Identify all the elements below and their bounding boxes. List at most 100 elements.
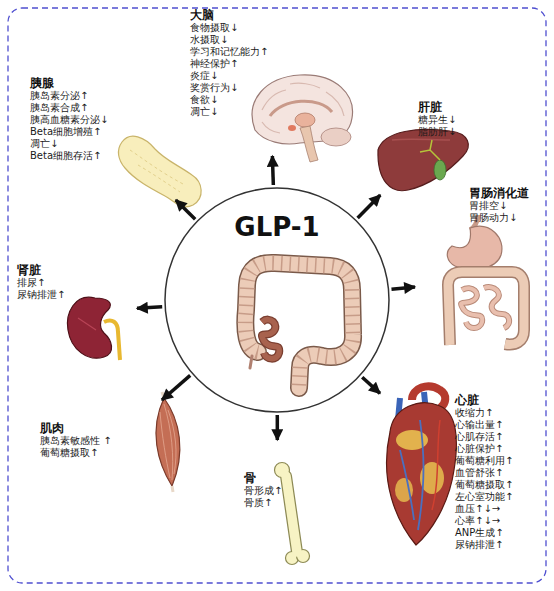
organ-heading: 骨: [244, 471, 282, 485]
heart-illustration-part: [420, 462, 444, 494]
bone-illustration-part: [286, 476, 297, 552]
heart-illustration-part: [432, 420, 440, 510]
effect-item: 骨质↑: [244, 497, 282, 509]
bone-illustration-part: [286, 476, 297, 552]
kidney-illustration-part: [67, 297, 111, 358]
connector-arrow: [176, 200, 195, 219]
effect-item: 葡萄糖利用↑: [455, 455, 513, 467]
hub-title: GLP-1: [164, 212, 390, 242]
colon-illustration-part: [245, 263, 353, 388]
organ-group: 肾脏排尿↑尿钠排泄↑: [15, 262, 137, 362]
colon-illustration-part: [245, 263, 353, 388]
text-block: GLP-1: [164, 212, 390, 242]
effect-item: 水摄取↓: [190, 34, 268, 46]
digestive-tract-illustration-part: [447, 226, 502, 269]
digestive-tract-illustration-part: [461, 287, 509, 328]
kidney-illustration-part: [104, 320, 120, 360]
organ-group: 肌肉胰岛素敏感性 ↑葡萄糖摄取↑: [38, 400, 188, 485]
heart-illustration-part: [396, 430, 428, 450]
hub-circle: GLP-1: [164, 187, 390, 413]
effect-item: 胰岛素敏感性 ↑: [40, 435, 112, 447]
effect-item: 胃肠动力↓: [469, 212, 529, 224]
brain-illustration-part: [295, 113, 315, 127]
text-block: 肝脏糖异生↓脂肪肝↓: [418, 100, 456, 138]
muscle-illustration-part: [156, 398, 180, 486]
effect-item: 葡萄糖摄取↑: [40, 447, 112, 459]
organ-group: 胰腺胰岛素分泌↑胰岛素合成↑胰高血糖素分泌↓Beta细胞增殖↑凋亡↓Beta细胞…: [25, 75, 200, 200]
digestive-tract-illustration: [447, 215, 524, 345]
organ-heading: 肾脏: [17, 263, 65, 277]
liver-illustration-part: [420, 140, 440, 160]
organ-group: 肝脏糖异生↓脂肪肝↓: [372, 100, 482, 195]
effect-item: 血管舒张↑: [455, 467, 513, 479]
connector-arrow: [271, 156, 275, 185]
effect-item: 心输出量↑: [455, 419, 513, 431]
effect-item: 脂肪肝↓: [418, 126, 456, 138]
circle-outline: [165, 188, 389, 412]
heart-illustration-part: [387, 403, 457, 545]
brain-illustration-part: [270, 101, 332, 116]
digestive-tract-illustration-part: [461, 287, 509, 328]
liver-illustration-part: [392, 138, 450, 140]
heart-illustration: [387, 386, 457, 545]
effect-item: 胃排空↓: [469, 200, 529, 212]
effect-item: 尿钠排泄↑: [17, 289, 65, 301]
effect-item: 炎症↓: [190, 70, 268, 82]
kidney-illustration-part: [78, 318, 96, 330]
effect-item: 凋亡↓: [30, 138, 108, 150]
effect-item: 葡萄糖摄取↑: [455, 479, 513, 491]
brain-illustration-part: [252, 75, 352, 144]
bone-illustration-part: [286, 552, 299, 565]
organ-group: 心脏收缩力↑心输出量↑心肌存活↑心脏保护↑葡萄糖利用↑血管舒张↑葡萄糖摄取↑左心…: [380, 388, 550, 553]
muscle-illustration: [156, 392, 180, 492]
organ-heading: 大脑: [190, 8, 268, 22]
brain-illustration-part: [300, 126, 318, 162]
effect-item: Beta细胞增殖↑: [30, 126, 108, 138]
connector-arrow: [362, 377, 380, 393]
organ-heading: 肌肉: [40, 421, 112, 435]
text-block: 心脏收缩力↑心输出量↑心肌存活↑心脏保护↑葡萄糖利用↑血管舒张↑葡萄糖摄取↑左心…: [455, 393, 513, 551]
effect-item: 神经保护↑: [190, 58, 268, 70]
effect-item: 胰高血糖素分泌↓: [30, 114, 108, 126]
colon-illustration-part: [250, 356, 252, 368]
effect-item: Beta细胞存活↑: [30, 150, 108, 162]
heart-illustration-part: [395, 478, 413, 502]
text-block: 胰腺胰岛素分泌↑胰岛素合成↑胰高血糖素分泌↓Beta细胞增殖↑凋亡↓Beta细胞…: [30, 76, 108, 162]
organ-group: 骨骨形成↑骨质↑: [240, 440, 315, 570]
pancreas-illustration-part: [118, 136, 201, 207]
digestive-tract-illustration-part: [448, 272, 524, 345]
liver-illustration-part: [378, 129, 468, 190]
connector-arrow: [391, 287, 415, 289]
muscle-illustration-part: [160, 404, 176, 480]
connector-arrow: [358, 195, 381, 218]
effect-item: 奖赏行为↓: [190, 82, 268, 94]
effect-item: 凋亡↓: [190, 106, 268, 118]
text-block: 肾脏排尿↑尿钠排泄↑: [17, 263, 65, 301]
effect-item: 糖异生↓: [418, 114, 456, 126]
effect-item: 学习和记忆能力↑: [190, 46, 268, 58]
connector-arrow: [276, 415, 280, 440]
heart-illustration-part: [412, 386, 445, 408]
effect-item: ANP生成↑: [455, 527, 513, 539]
digestive-tract-illustration-part: [448, 272, 524, 345]
brain-illustration-part: [288, 125, 296, 131]
pancreas-illustration-part: [130, 150, 185, 192]
organ-heading: 胃肠消化道: [469, 186, 529, 200]
effect-item: 食物摄取↓: [190, 22, 268, 34]
effect-item: 胰岛素分泌↑: [30, 90, 108, 102]
colon-illustration-part: [262, 320, 279, 359]
kidney-illustration: [67, 297, 120, 360]
liver-illustration: [378, 129, 468, 190]
effect-item: 胰岛素合成↑: [30, 102, 108, 114]
pancreas-illustration: [118, 136, 201, 207]
colon-illustration-part: [245, 263, 353, 388]
effect-item: 心脏保护↑: [455, 443, 513, 455]
effect-item: 左心室功能↑: [455, 491, 513, 503]
brain-illustration: [252, 75, 352, 162]
effect-item: 食欲↓: [190, 94, 268, 106]
liver-illustration-part: [434, 160, 446, 180]
text-block: 胃肠消化道胃排空↓胃肠动力↓: [469, 186, 529, 224]
dashed-frame-part: [8, 8, 546, 583]
organ-heading: 肝脏: [418, 100, 456, 114]
